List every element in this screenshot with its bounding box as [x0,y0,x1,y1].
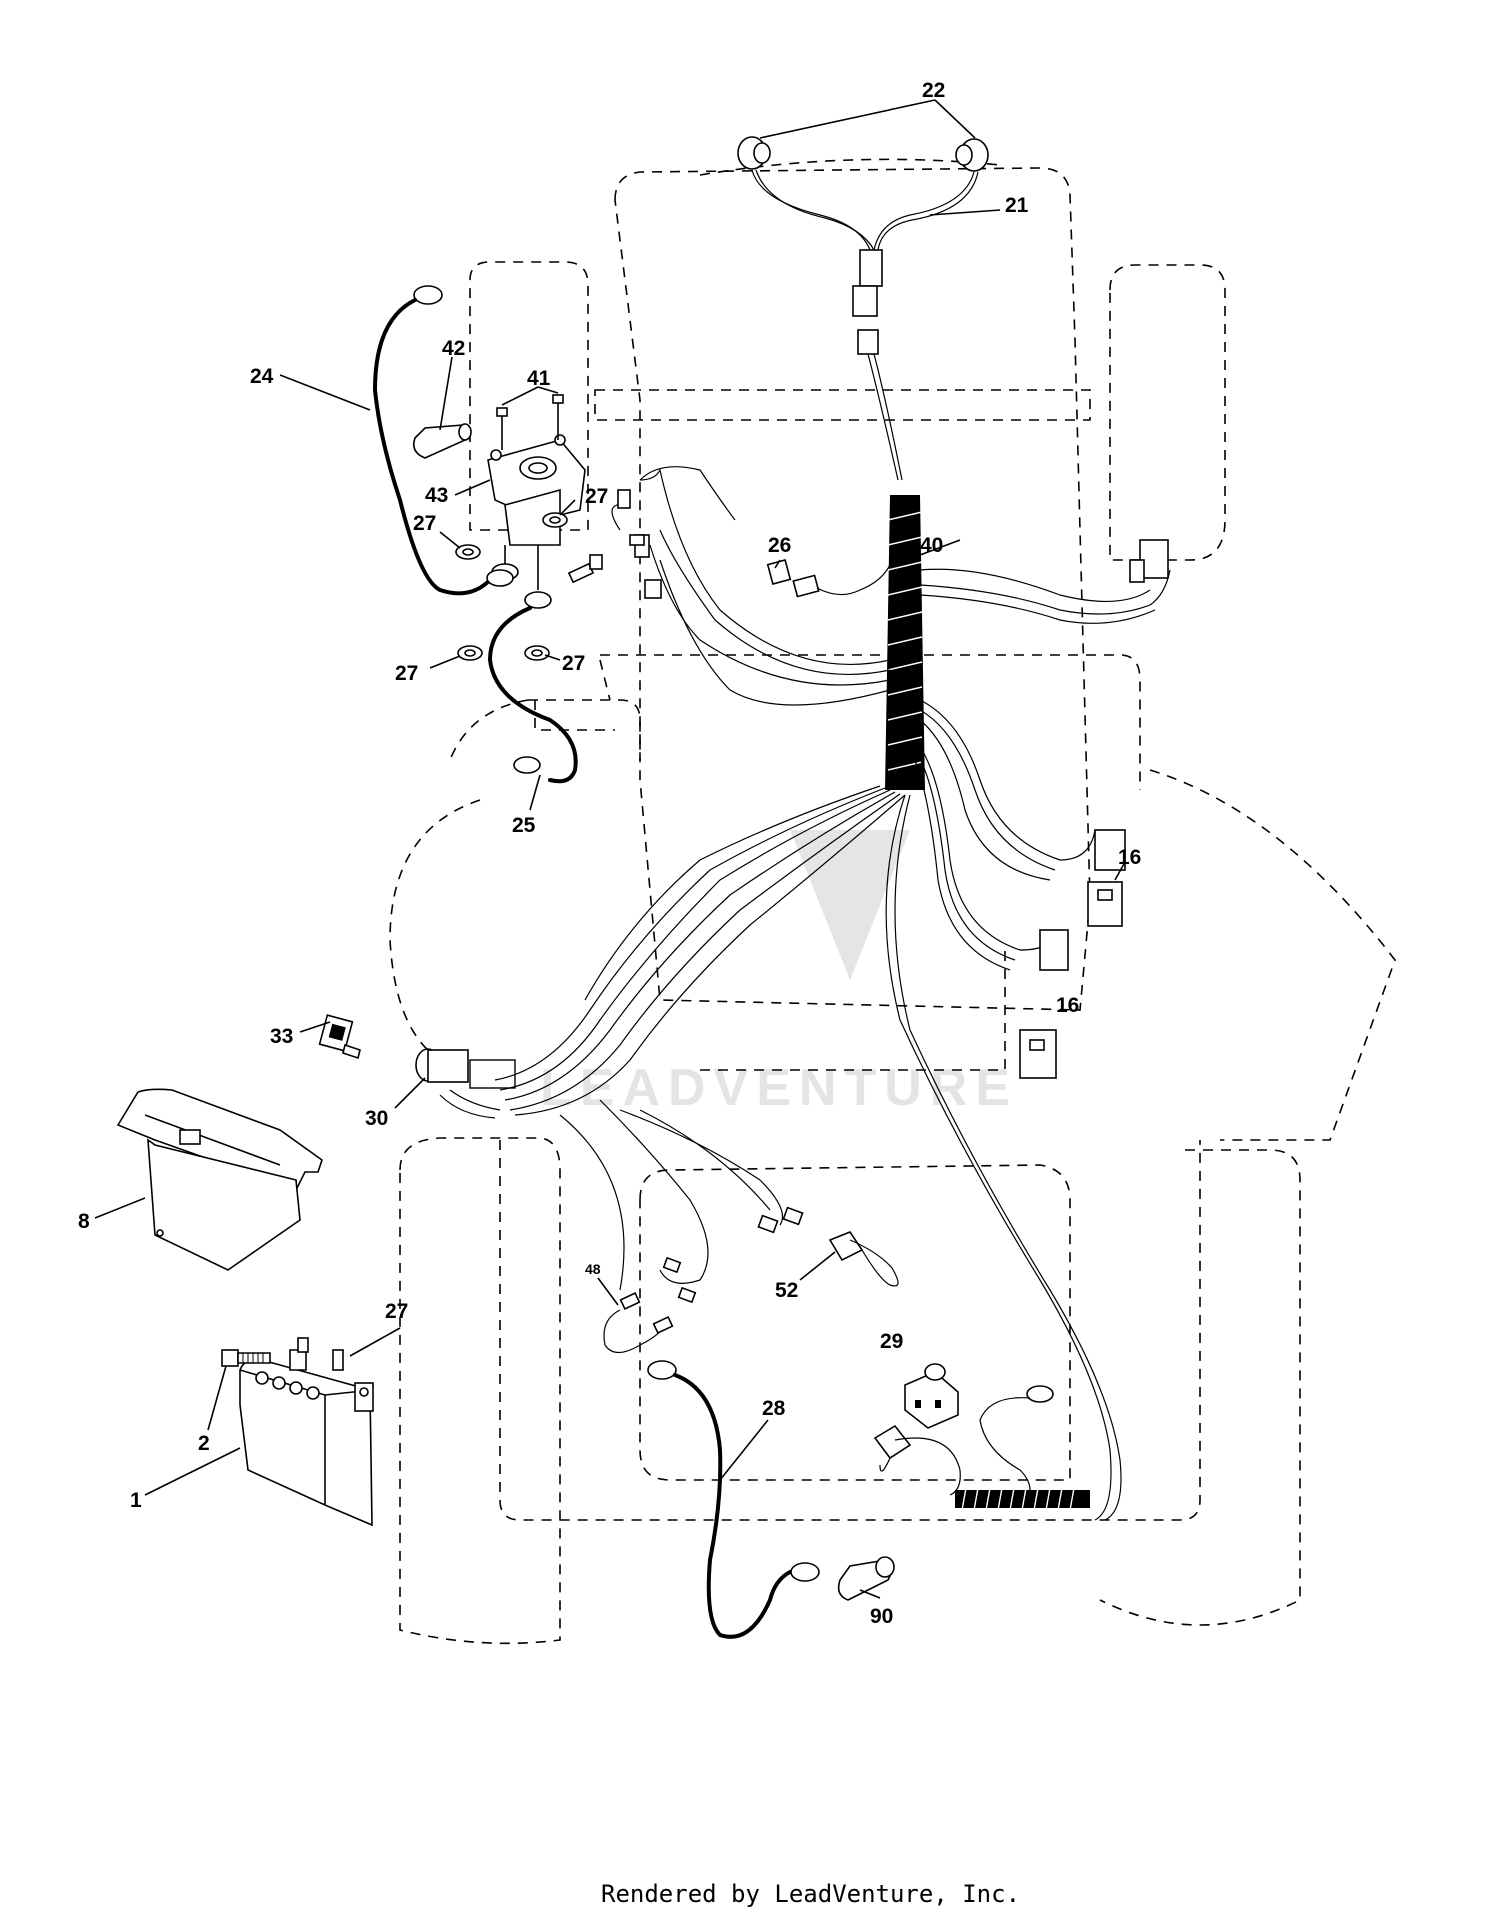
label-27-b: 27 [413,512,436,535]
label-30: 30 [365,1107,388,1130]
harness-wires-left [611,466,891,706]
connector-right-top [1129,539,1169,583]
connector-26 [766,559,893,598]
relay-29 [904,1363,959,1429]
connector-48 [603,1292,674,1354]
label-16-a: 16 [1118,846,1141,869]
label-27-a: 27 [585,485,608,508]
cable-28 [647,1360,820,1639]
nut-27-upper-left [455,544,481,560]
label-29: 29 [880,1330,903,1353]
label-27-d: 27 [562,652,585,675]
wiring-loom-40 [885,495,925,790]
ignition-switch-30 [415,1048,516,1119]
label-41: 41 [527,367,551,390]
label-21: 21 [1005,194,1029,217]
harness-wires-switches [914,699,1096,971]
headlight-harness [751,169,979,481]
label-27-c: 27 [395,662,418,685]
label-22: 22 [922,79,945,102]
harness-wires-right [919,568,1171,624]
label-8: 8 [78,1210,90,1233]
label-28: 28 [762,1397,786,1420]
label-90: 90 [870,1605,893,1628]
callout-labels: 22 21 42 41 24 43 27 27 27 27 27 26 40 2… [78,79,1141,1628]
label-42: 42 [442,337,465,360]
harness-wires-ignition [494,785,906,1116]
bolt-41-right [552,394,564,440]
label-2: 2 [198,1432,210,1455]
terminal-boot-90 [837,1556,895,1601]
switch-16-lower [1019,929,1069,1079]
nut-27-lower-right [524,645,550,661]
switch-16-upper [1087,829,1126,927]
label-1: 1 [130,1489,142,1512]
watermark-logo: LEADVENTURE [540,830,1018,1117]
connector-lower-pair [662,1206,804,1304]
label-48: 48 [585,1261,601,1277]
label-43: 43 [425,484,448,507]
battery-1 [239,1358,374,1527]
battery-bolt-2 [221,1349,271,1367]
cable-24 [372,285,514,596]
terminal-connectors [567,534,645,584]
nut-27-lower-left [457,645,483,661]
headlight-left [737,136,771,170]
bolt-41-left [496,407,508,450]
label-27-e: 27 [385,1300,408,1323]
watermark-text: LEADVENTURE [540,1059,1018,1117]
label-26: 26 [768,534,791,557]
leader-lines [94,99,1126,1599]
solenoid-43 [487,434,586,546]
cable-25 [487,606,578,784]
ignition-key-33 [318,1014,361,1060]
nut-27-upper-right [542,512,568,528]
label-24: 24 [250,365,274,388]
battery-tray-8 [116,1088,323,1271]
nut-27-battery [332,1349,344,1371]
label-40: 40 [920,534,943,557]
connector-52 [828,1231,899,1287]
label-16-b: 16 [1056,994,1079,1017]
terminal-boot-42 [412,423,472,459]
harness-wires-lower [559,794,1122,1521]
footer-credit: Rendered by LeadVenture, Inc. [601,1880,1020,1908]
battery-clamp [289,1337,309,1371]
label-52: 52 [775,1279,798,1302]
label-33: 33 [270,1025,293,1048]
headlight-right [955,138,989,172]
relay-29-cord [873,1385,1090,1511]
label-25: 25 [512,814,536,837]
